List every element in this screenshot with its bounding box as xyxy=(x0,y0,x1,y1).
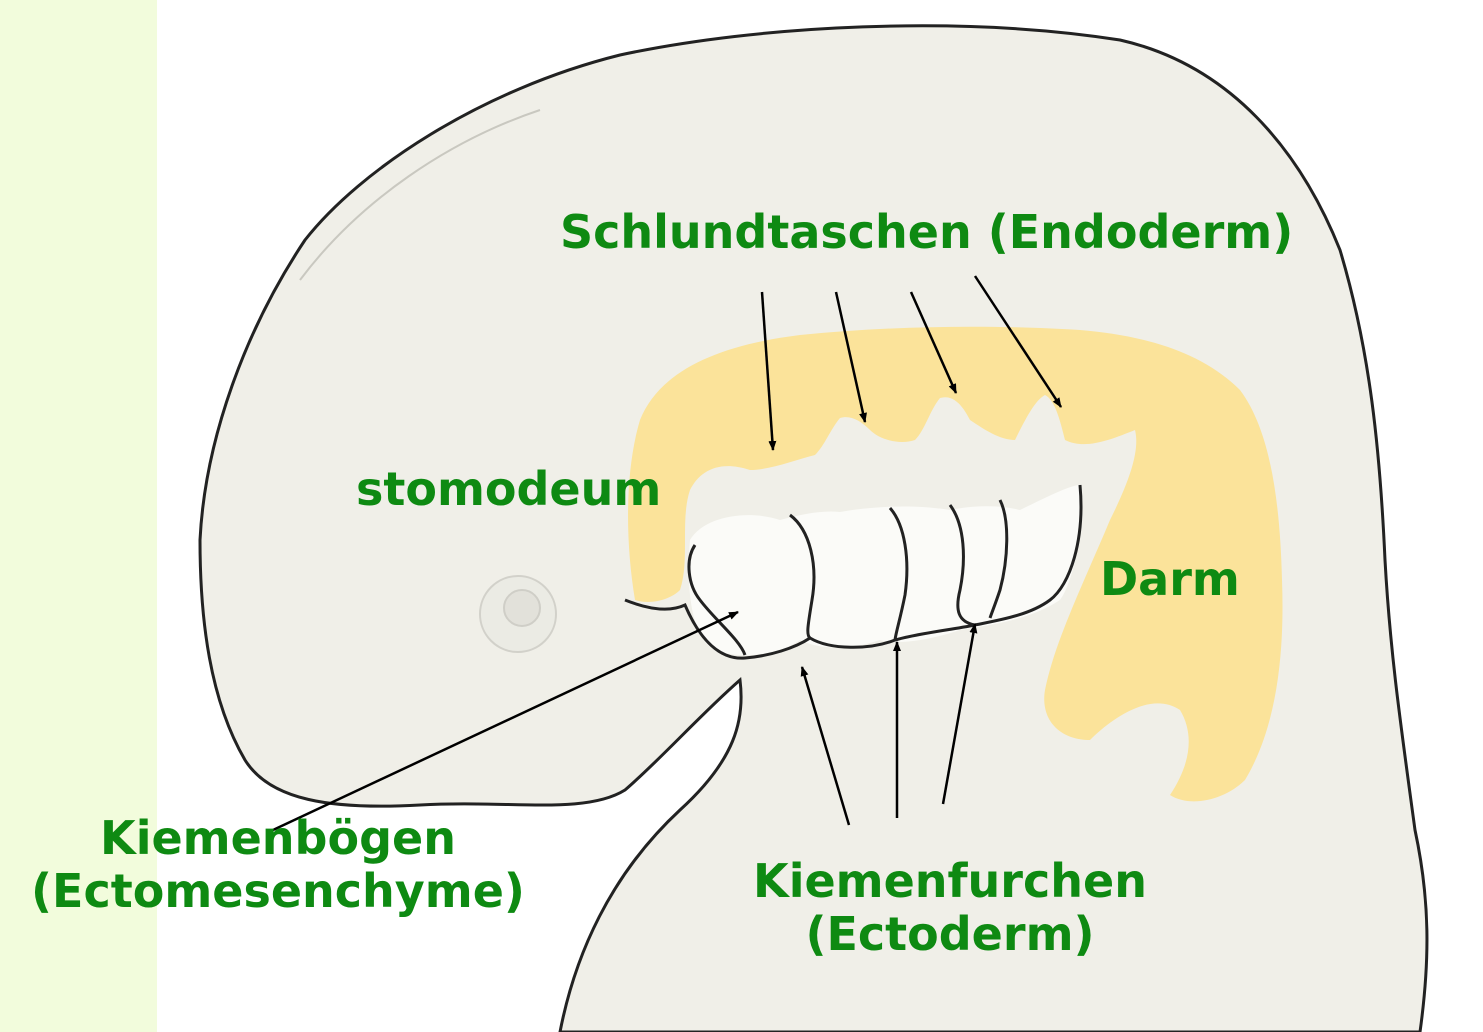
label-darm: Darm xyxy=(1100,553,1240,606)
label-schlundtaschen: Schlundtaschen (Endoderm) xyxy=(560,206,1293,259)
eye-inner xyxy=(504,590,540,626)
label-kiemenfurchen-line1: Kiemenfurchen xyxy=(700,855,1200,908)
label-kiemenfurchen-line2: (Ectoderm) xyxy=(700,908,1200,961)
label-kiemenboegen-line2: (Ectomesenchyme) xyxy=(8,865,548,918)
label-stomodeum: stomodeum xyxy=(356,463,661,516)
label-kiemenboegen-line1: Kiemenbögen xyxy=(8,812,548,865)
label-kiemenfurchen: Kiemenfurchen (Ectoderm) xyxy=(700,855,1200,961)
label-kiemenboegen: Kiemenbögen (Ectomesenchyme) xyxy=(8,812,548,918)
